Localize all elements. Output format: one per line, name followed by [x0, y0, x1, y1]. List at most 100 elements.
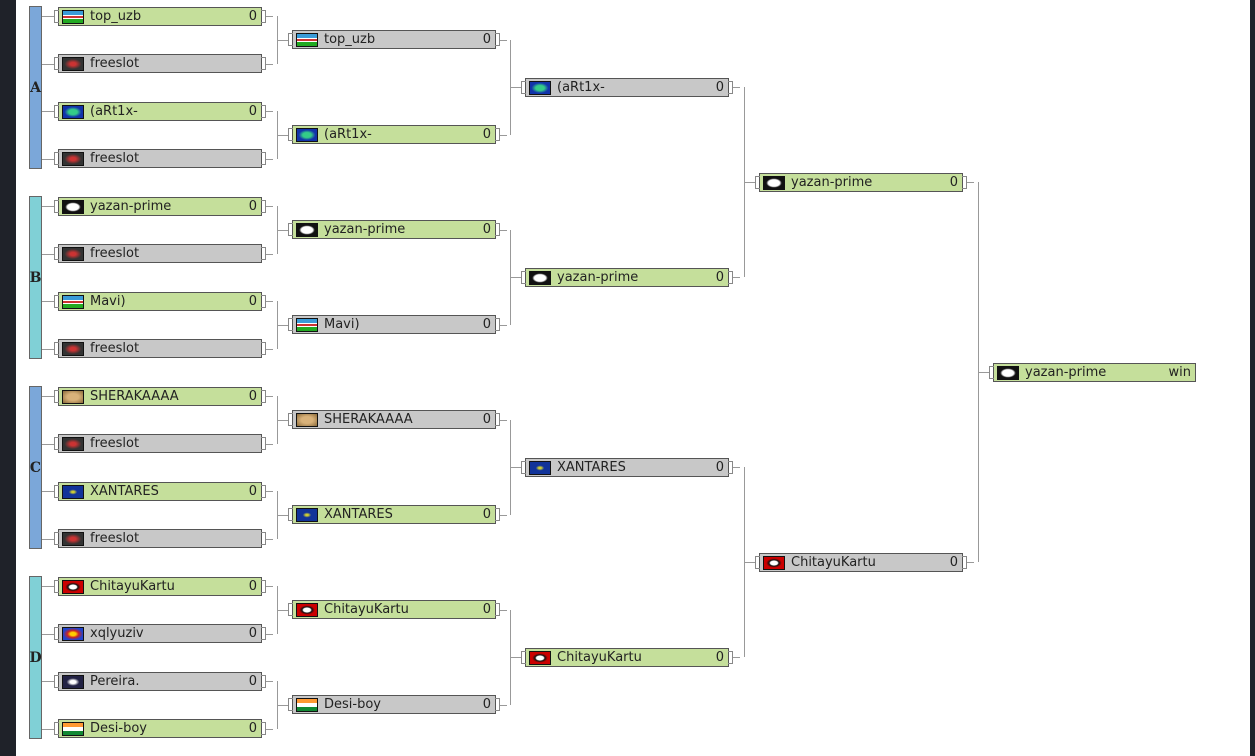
- connector-cap: [962, 556, 967, 569]
- connector-cap: [521, 81, 526, 94]
- connector-cap: [521, 461, 526, 474]
- connector-line: [967, 182, 974, 183]
- connector-cap: [261, 580, 266, 593]
- connector-line: [266, 396, 273, 397]
- player-slot[interactable]: freeslot: [58, 339, 262, 358]
- face-icon: [62, 199, 84, 214]
- connector-line: [42, 586, 54, 587]
- player-slot[interactable]: freeslot: [58, 529, 262, 548]
- connector-line: [744, 467, 745, 657]
- connector-line: [266, 64, 273, 65]
- player-slot[interactable]: Pereira.0: [58, 672, 262, 691]
- player-slot[interactable]: (aRt1x-0: [292, 125, 496, 144]
- connector-cap: [261, 200, 266, 213]
- globe-icon: [62, 104, 84, 119]
- connector-cap: [261, 152, 266, 165]
- player-slot[interactable]: freeslot: [58, 149, 262, 168]
- player-score: 0: [248, 199, 257, 214]
- connector-cap: [962, 176, 967, 189]
- player-name: yazan-prime: [90, 199, 172, 214]
- connector-line: [500, 230, 507, 231]
- player-slot[interactable]: freeslot: [58, 434, 262, 453]
- uzbekistan-flag-icon: [62, 9, 84, 24]
- connector-cap: [288, 33, 293, 46]
- connector-line: [266, 111, 273, 112]
- freeslot-x-icon: [62, 246, 84, 261]
- uzbekistan-flag-icon: [296, 317, 318, 332]
- player-slot[interactable]: freeslot: [58, 54, 262, 73]
- connector-cap: [54, 200, 59, 213]
- player-slot[interactable]: freeslot: [58, 244, 262, 263]
- uzbekistan-flag-icon: [296, 32, 318, 47]
- connector-line: [500, 420, 507, 421]
- connector-cap: [288, 223, 293, 236]
- connector-cap: [54, 675, 59, 688]
- player-name: Desi-boy: [90, 721, 147, 736]
- player-score: 0: [248, 104, 257, 119]
- player-slot[interactable]: Desi-boy 0: [58, 719, 262, 738]
- connector-line: [278, 610, 288, 611]
- player-slot[interactable]: Mavi)0: [58, 292, 262, 311]
- player-score: 0: [482, 602, 491, 617]
- connector-cap: [261, 627, 266, 640]
- connector-line: [42, 729, 54, 730]
- connector-cap: [495, 413, 500, 426]
- player-slot[interactable]: Mavi)0: [292, 315, 496, 334]
- connector-line: [510, 40, 511, 135]
- connector-line: [278, 705, 288, 706]
- connector-cap: [54, 390, 59, 403]
- connector-cap: [288, 603, 293, 616]
- connector-cap: [755, 556, 760, 569]
- connector-cap: [261, 247, 266, 260]
- connector-line: [277, 586, 278, 634]
- connector-line: [733, 657, 740, 658]
- player-slot[interactable]: (aRt1x-0: [58, 102, 262, 121]
- player-name: yazan-prime: [1025, 365, 1107, 380]
- connector-line: [42, 111, 54, 112]
- connector-cap: [495, 508, 500, 521]
- connector-line: [511, 467, 521, 468]
- connector-line: [277, 681, 278, 729]
- connector-cap: [54, 342, 59, 355]
- connector-cap: [261, 10, 266, 23]
- connector-line: [277, 301, 278, 349]
- anarchy-flag-icon: [529, 650, 551, 665]
- connector-cap: [54, 105, 59, 118]
- connector-line: [278, 40, 288, 41]
- player-score: 0: [248, 721, 257, 736]
- player-name: ChitayuKartu: [791, 555, 876, 570]
- player-slot[interactable]: yazan-prime 0: [58, 197, 262, 216]
- player-score: 0: [248, 9, 257, 24]
- connector-cap: [495, 223, 500, 236]
- player-score: 0: [715, 460, 724, 475]
- connector-line: [266, 681, 273, 682]
- connector-cap: [288, 318, 293, 331]
- connector-cap: [261, 105, 266, 118]
- connector-line: [42, 491, 54, 492]
- connector-line: [733, 467, 740, 468]
- player-slot[interactable]: (aRt1x-0: [525, 78, 729, 97]
- connector-line: [266, 634, 273, 635]
- player-name: XANTARES: [90, 484, 159, 499]
- connector-line: [278, 230, 288, 231]
- anarchy-flag-icon: [763, 555, 785, 570]
- player-name: yazan-prime: [557, 270, 639, 285]
- connector-cap: [54, 152, 59, 165]
